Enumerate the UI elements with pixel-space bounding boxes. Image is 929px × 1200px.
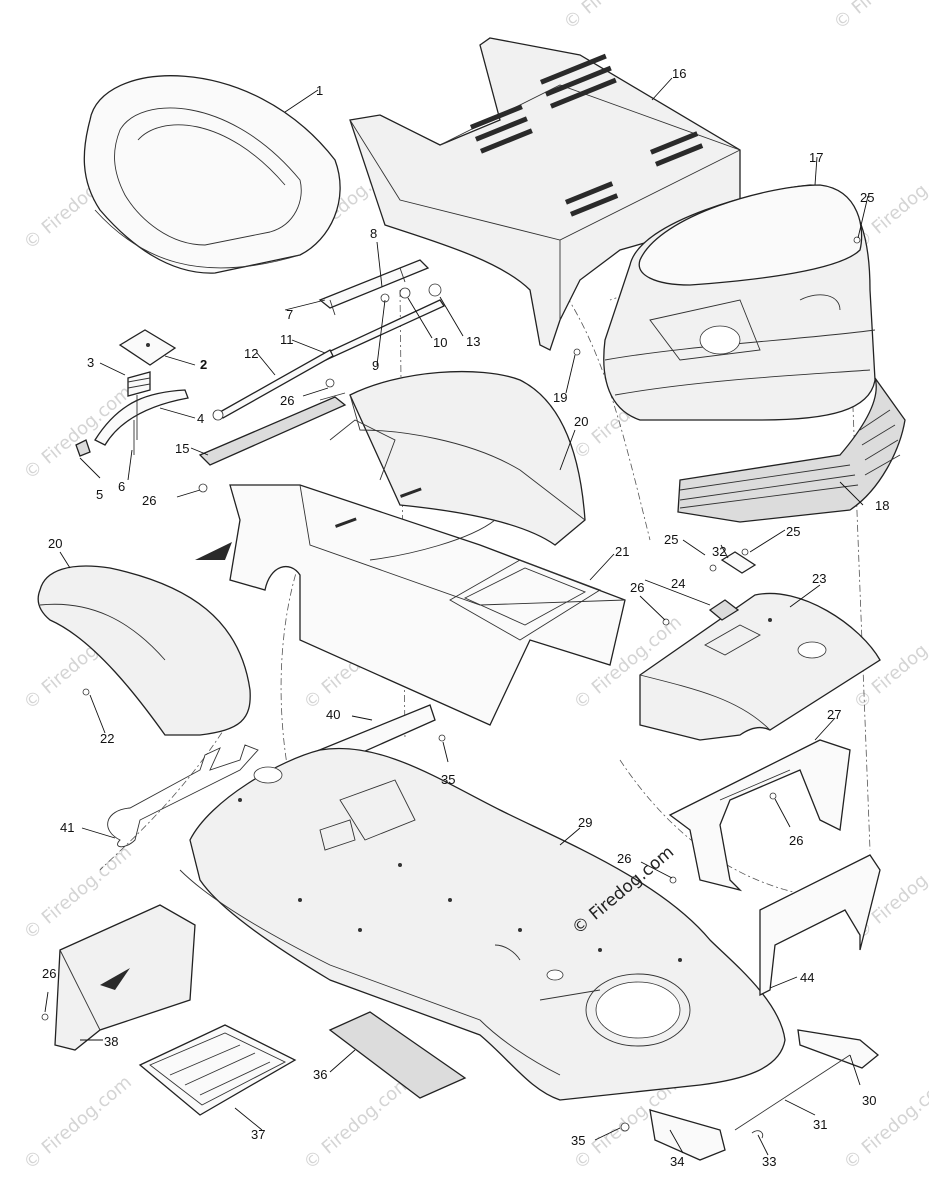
linkage-hardware xyxy=(75,259,445,493)
callout-label: 20 xyxy=(574,414,588,429)
callout-label: 35 xyxy=(441,772,455,787)
callout-label: 5 xyxy=(96,487,103,502)
bracket-8 xyxy=(318,259,430,309)
callout-label: 13 xyxy=(466,334,480,349)
callout-label: 29 xyxy=(578,815,592,830)
callout-label: 38 xyxy=(104,1034,118,1049)
lower-hardware xyxy=(620,1029,880,1161)
battery-tray-part[interactable] xyxy=(138,1024,297,1116)
watermark-text: © Firedog.com xyxy=(20,1072,136,1174)
watermark-text: © Firedog.com xyxy=(20,382,136,484)
callout-label: 26 xyxy=(630,580,644,595)
callout-label: 10 xyxy=(433,335,447,350)
bracket-27-part[interactable] xyxy=(668,739,851,892)
plate-2 xyxy=(118,329,177,366)
callout-label: 2 xyxy=(200,357,207,372)
leader-lines xyxy=(44,77,869,1156)
watermark-text: © Firedog.com xyxy=(840,1072,929,1174)
callout-label: 18 xyxy=(875,498,889,513)
callout-label: 36 xyxy=(313,1067,327,1082)
callout-label: 15 xyxy=(175,441,189,456)
callout-label: 9 xyxy=(372,358,379,373)
seat-part[interactable] xyxy=(83,75,341,274)
rod-31 xyxy=(734,1054,851,1131)
hood-support-part[interactable] xyxy=(759,854,881,997)
spring-wire-part[interactable] xyxy=(107,744,259,848)
callout-label: 26 xyxy=(280,393,294,408)
callout-label: 30 xyxy=(862,1093,876,1108)
spring-3 xyxy=(127,371,151,397)
rear-body-part[interactable] xyxy=(195,419,626,726)
callout-labels: 1 2 3 4 5 6 7 8 9 10 11 12 13 15 16 17 1… xyxy=(42,66,889,1169)
strap-15 xyxy=(198,396,347,466)
callout-label: 8 xyxy=(370,226,377,241)
rod-11 xyxy=(320,299,445,361)
callout-label: 37 xyxy=(251,1127,265,1142)
callout-label: 23 xyxy=(812,571,826,586)
callout-label: 7 xyxy=(286,307,293,322)
grille-part[interactable] xyxy=(677,377,906,523)
fender-left-part[interactable] xyxy=(37,565,251,736)
callout-label: 25 xyxy=(664,532,678,547)
callout-label: 11 xyxy=(280,332,294,347)
callout-label: 25 xyxy=(860,190,874,205)
callout-label: 20 xyxy=(48,536,62,551)
callout-label: 35 xyxy=(571,1133,585,1148)
callout-label: 27 xyxy=(827,707,841,722)
watermark-text: © Firedog.com xyxy=(830,0,929,34)
callout-label: 1 xyxy=(316,83,323,98)
bracket-4 xyxy=(94,389,189,446)
callout-label: 40 xyxy=(326,707,340,722)
chassis-frame-part[interactable] xyxy=(179,747,786,1101)
dash-panel-part[interactable] xyxy=(349,37,741,351)
callout-label: 25 xyxy=(786,524,800,539)
callout-label: 41 xyxy=(60,820,74,835)
callout-label: 31 xyxy=(813,1117,827,1132)
callout-label: 32 xyxy=(712,544,726,559)
callout-label: 26 xyxy=(42,966,56,981)
watermark-text: © Firedog.com xyxy=(560,0,676,34)
fender-right-part[interactable] xyxy=(349,370,586,546)
callout-label: 6 xyxy=(118,479,125,494)
dash-vent-slots xyxy=(470,53,704,217)
callout-label: 16 xyxy=(672,66,686,81)
callout-label: 4 xyxy=(197,411,204,426)
callout-label: 22 xyxy=(100,731,114,746)
floor-mat-part[interactable] xyxy=(328,1011,467,1099)
hood-part[interactable] xyxy=(603,184,876,421)
battery-cover-part[interactable] xyxy=(54,904,196,1051)
bracket-30 xyxy=(797,1029,880,1069)
callout-label: 3 xyxy=(87,355,94,370)
callout-label: 26 xyxy=(142,493,156,508)
watermark-text: © Firedog.com xyxy=(300,1072,416,1174)
callout-label: 44 xyxy=(800,970,814,985)
callout-label: 19 xyxy=(553,390,567,405)
nut-5 xyxy=(75,439,91,457)
callout-label: 12 xyxy=(244,346,258,361)
callout-label: 21 xyxy=(615,544,629,559)
arrow-marker xyxy=(195,542,232,560)
callout-label: 24 xyxy=(671,576,685,591)
front-cover-part[interactable] xyxy=(639,551,881,741)
callout-label: 26 xyxy=(617,851,631,866)
callout-label: 17 xyxy=(809,150,823,165)
bracket-34 xyxy=(649,1109,726,1161)
callout-label: 34 xyxy=(670,1154,684,1169)
callout-label: 33 xyxy=(762,1154,776,1169)
callout-label: 26 xyxy=(789,833,803,848)
fasteners xyxy=(41,236,861,1021)
